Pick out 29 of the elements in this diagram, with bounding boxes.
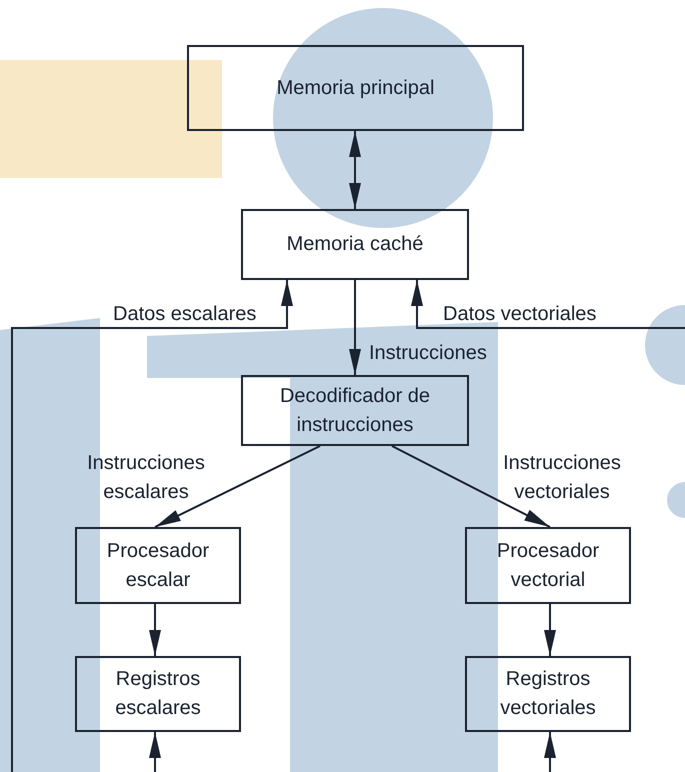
- process-box: [75, 656, 241, 732]
- arrow: [149, 732, 161, 772]
- box-label: Procesador vectorial: [496, 538, 600, 592]
- box-label: Registros vectoriales: [499, 667, 597, 721]
- process-box: [465, 656, 631, 732]
- edge-label: Datos escalares: [113, 302, 256, 327]
- box-label: Decodificador de instrucciones: [278, 384, 432, 438]
- edge-label: Instrucciones escalares: [86, 451, 206, 505]
- box-label: Registros escalares: [114, 667, 202, 721]
- arrow: [349, 131, 361, 209]
- process-box: [465, 527, 631, 604]
- arrow: [544, 604, 556, 656]
- arrow: [411, 280, 685, 329]
- box-label: Memoria caché: [286, 232, 424, 257]
- arrow: [154, 445, 320, 528]
- arrow: [544, 732, 556, 772]
- edge-label: Instrucciones: [369, 341, 487, 366]
- arrow: [392, 445, 550, 528]
- arrow: [349, 280, 361, 375]
- process-box: [241, 209, 469, 280]
- process-box: [75, 527, 241, 604]
- edge-label: Instrucciones vectoriales: [502, 451, 622, 505]
- arrow: [149, 604, 161, 656]
- box-label: Procesador escalar: [106, 538, 210, 592]
- box-label: Memoria principal: [276, 76, 434, 100]
- arrow: [11, 280, 293, 772]
- process-box: [187, 45, 524, 131]
- edge-label: Datos vectoriales: [443, 302, 596, 327]
- process-box: [241, 375, 469, 446]
